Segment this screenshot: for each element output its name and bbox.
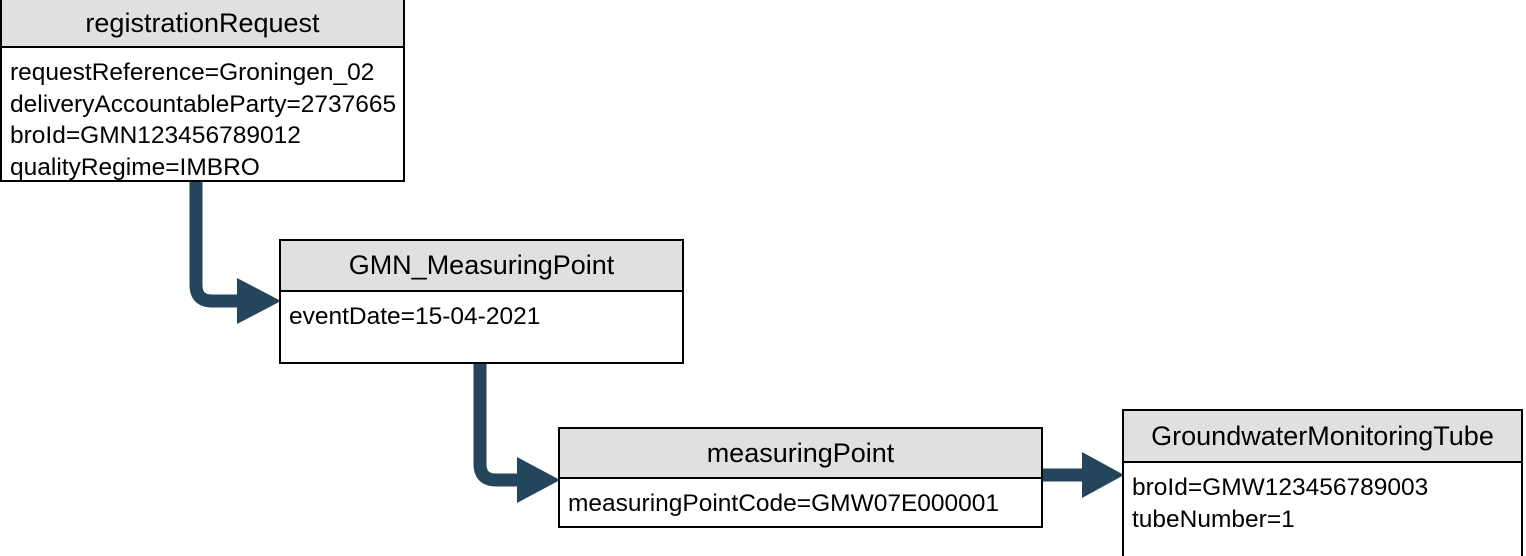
uml-attribute: tubeNumber=1: [1132, 505, 1295, 533]
uml-class-title: GMN_MeasuringPoint: [281, 241, 682, 292]
uml-attribute-list: eventDate=15-04-2021: [281, 292, 682, 362]
uml-attribute-list: requestReference=Groningen_02 deliveryAc…: [2, 48, 403, 180]
uml-class-registration-request[interactable]: registrationRequest requestReference=Gro…: [0, 0, 405, 182]
uml-attribute: measuringPointCode=GMW07E000001: [568, 490, 1000, 517]
uml-attribute: broId=GMN123456789012: [10, 122, 301, 150]
uml-attribute-list: measuringPointCode=GMW07E000001: [560, 479, 1041, 526]
arrowhead-icon: [237, 278, 281, 324]
uml-class-title: GroundwaterMonitoringTube: [1124, 411, 1521, 463]
uml-attribute: requestReference=Groningen_02: [10, 59, 375, 86]
uml-class-gmn-measuring-point[interactable]: GMN_MeasuringPoint eventDate=15-04-2021: [279, 239, 684, 364]
arrowhead-icon: [1082, 452, 1124, 498]
uml-attribute: qualityRegime=IMBRO: [10, 153, 260, 180]
connector-gmn-measuring-point-to-measuring-point: [473, 362, 560, 503]
uml-class-measuring-point[interactable]: measuringPoint measuringPointCode=GMW07E…: [558, 427, 1043, 528]
uml-attribute: broId=GMW123456789003: [1132, 474, 1429, 501]
arrowhead-icon: [517, 457, 560, 503]
connector-line: [189, 180, 240, 308]
uml-class-groundwater-monitoring-tube[interactable]: GroundwaterMonitoringTube broId=GMW12345…: [1122, 409, 1523, 556]
uml-attribute-list: broId=GMW123456789003 tubeNumber=1: [1124, 463, 1521, 556]
uml-class-title: measuringPoint: [560, 429, 1041, 479]
connector-registration-request-to-gmn-measuring-point: [189, 180, 281, 324]
uml-attribute: deliveryAccountableParty=27376655: [10, 90, 397, 118]
connector-line: [473, 362, 520, 487]
uml-attribute: eventDate=15-04-2021: [289, 303, 541, 330]
uml-class-title: registrationRequest: [2, 0, 403, 48]
connector-measuring-point-to-groundwater-monitoring-tube: [1043, 452, 1124, 498]
